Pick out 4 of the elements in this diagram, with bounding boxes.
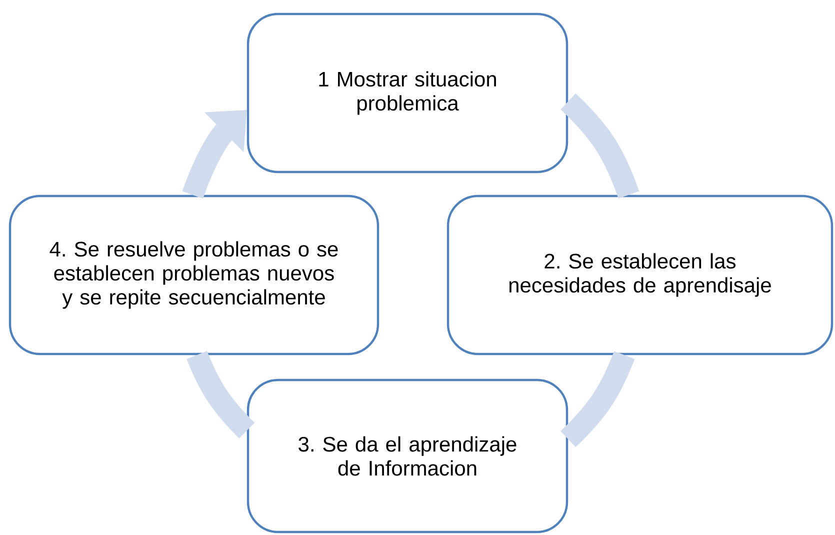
process-box: 2. Se establecen las necesidades de aprendisaje xyxy=(446,194,834,356)
process-box: 4. Se resuelve problemas o se establecen problemas nuevos y se repite secuencialmente xyxy=(8,194,380,356)
process-box: 3. Se da el aprendizaje de Informacion xyxy=(246,378,568,534)
process-box: 1 Mostrar situacion problemica xyxy=(246,12,568,174)
